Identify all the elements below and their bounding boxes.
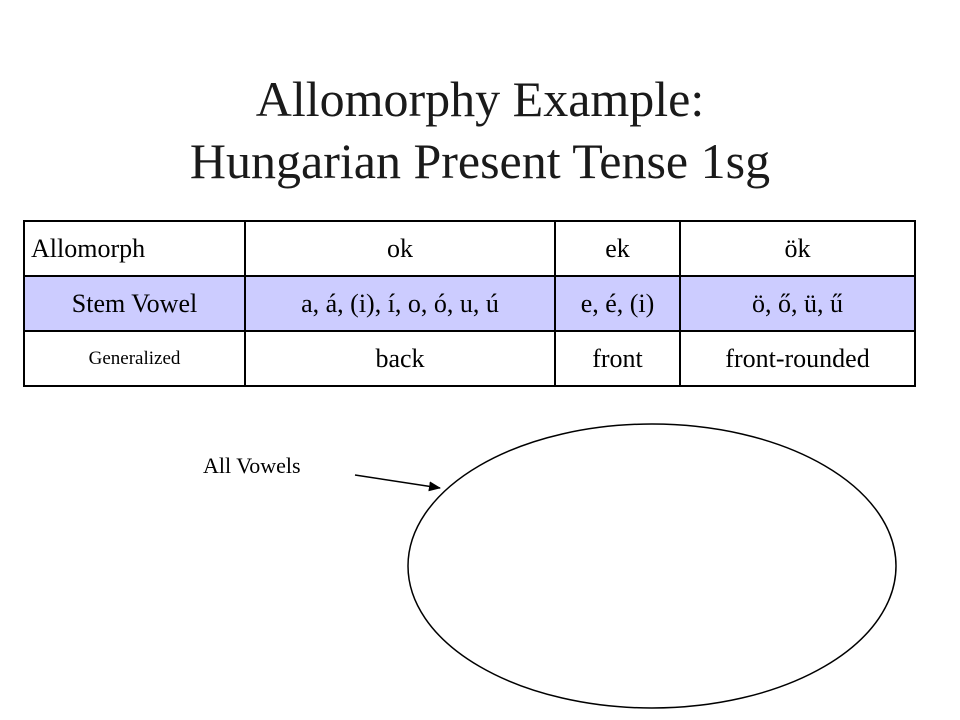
title-line-1: Allomorphy Example:: [255, 71, 705, 127]
pointer-arrow: [354, 474, 441, 492]
cell-generalized-front: front: [554, 330, 681, 387]
row-header-stem-vowel: Stem Vowel: [23, 275, 246, 332]
cell-stem-front: e, é, (i): [554, 275, 681, 332]
cell-allomorph-ok-umlaut: ök: [679, 220, 916, 277]
slide-title: Allomorphy Example: Hungarian Present Te…: [0, 68, 960, 192]
row-header-generalized: Generalized: [23, 330, 246, 387]
title-line-2: Hungarian Present Tense 1sg: [189, 133, 771, 189]
cell-allomorph-ek: ek: [554, 220, 681, 277]
allomorph-table: Allomorph ok ek ök Stem Vowel a, á, (i),…: [23, 220, 916, 387]
cell-generalized-front-rounded: front-rounded: [679, 330, 916, 387]
cell-generalized-back: back: [244, 330, 556, 387]
cell-stem-back: a, á, (i), í, o, ó, u, ú: [244, 275, 556, 332]
all-vowels-label: All Vowels: [203, 453, 301, 478]
table-row-stem-vowel: Stem Vowel a, á, (i), í, o, ó, u, ú e, é…: [23, 275, 916, 332]
cell-allomorph-ok: ok: [244, 220, 556, 277]
cell-stem-front-rounded: ö, ő, ü, ű: [679, 275, 916, 332]
row-header-allomorph: Allomorph: [23, 220, 246, 277]
table-row-allomorph: Allomorph ok ek ök: [23, 220, 916, 277]
all-vowels-ellipse: [407, 423, 897, 709]
table-row-generalized: Generalized back front front-rounded: [23, 330, 916, 387]
